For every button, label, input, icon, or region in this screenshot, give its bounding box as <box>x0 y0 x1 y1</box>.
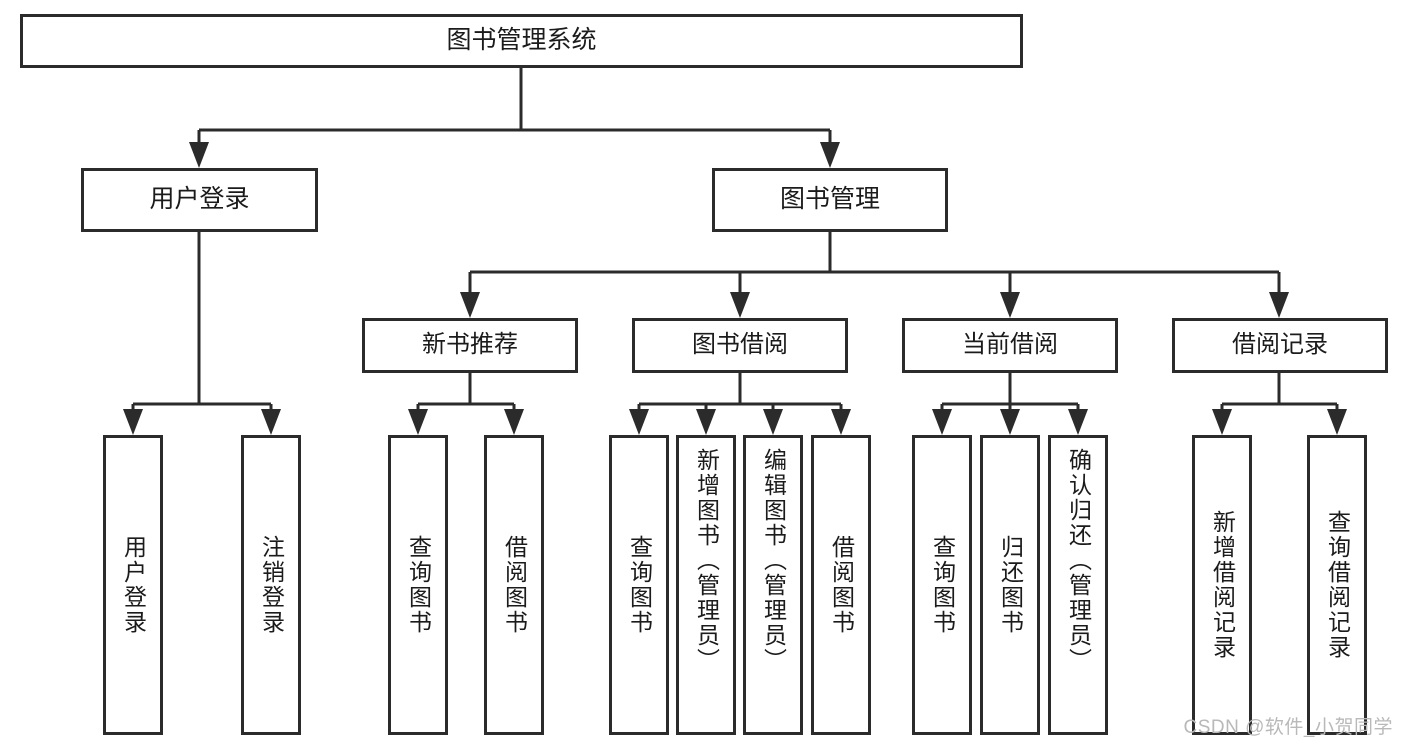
node-label: 新增图书（管理员） <box>693 448 720 673</box>
node-label: 图书借阅 <box>692 331 788 359</box>
node-label: 查询图书 <box>405 535 432 635</box>
node-label: 新书推荐 <box>422 331 518 359</box>
node-current-borrow[interactable]: 当前借阅 <box>902 318 1118 373</box>
node-label: 确认归还（管理员） <box>1065 448 1092 673</box>
node-label: 用户登录 <box>120 535 147 635</box>
node-book-borrow[interactable]: 图书借阅 <box>632 318 848 373</box>
leaf-book-borrow-edit-book-admin[interactable]: 编辑图书（管理员） <box>743 435 803 735</box>
node-label: 借阅图书 <box>828 535 855 635</box>
node-label: 新增借阅记录 <box>1209 510 1236 660</box>
leaf-current-borrow-confirm-return-admin[interactable]: 确认归还（管理员） <box>1048 435 1108 735</box>
leaf-user-login-login[interactable]: 用户登录 <box>103 435 163 735</box>
node-label: 图书管理 <box>779 185 880 214</box>
leaf-borrow-record-add-record[interactable]: 新增借阅记录 <box>1192 435 1252 735</box>
node-label: 归还图书 <box>997 535 1024 635</box>
node-label: 借阅图书 <box>501 535 528 635</box>
node-label: 查询图书 <box>626 535 653 635</box>
csdn-watermark: CSDN @软件_小贺同学 <box>1183 717 1393 738</box>
node-borrow-record[interactable]: 借阅记录 <box>1172 318 1388 373</box>
node-label: 当前借阅 <box>962 331 1058 359</box>
node-label: 借阅记录 <box>1232 331 1328 359</box>
node-root-book-management-system[interactable]: 图书管理系统 <box>20 14 1023 68</box>
node-label: 查询借阅记录 <box>1324 510 1351 660</box>
leaf-current-borrow-query-book[interactable]: 查询图书 <box>912 435 972 735</box>
leaf-borrow-record-query-record[interactable]: 查询借阅记录 <box>1307 435 1367 735</box>
node-label: 注销登录 <box>258 535 285 635</box>
node-user-login[interactable]: 用户登录 <box>81 168 318 232</box>
node-book-management[interactable]: 图书管理 <box>712 168 948 232</box>
node-label: 查询图书 <box>929 535 956 635</box>
leaf-user-login-logout[interactable]: 注销登录 <box>241 435 301 735</box>
node-label: 用户登录 <box>149 185 250 214</box>
leaf-new-book-query-book[interactable]: 查询图书 <box>388 435 448 735</box>
leaf-new-book-borrow-book[interactable]: 借阅图书 <box>484 435 544 735</box>
node-label: 编辑图书（管理员） <box>760 448 787 673</box>
leaf-book-borrow-add-book-admin[interactable]: 新增图书（管理员） <box>676 435 736 735</box>
leaf-book-borrow-borrow-book[interactable]: 借阅图书 <box>811 435 871 735</box>
leaf-book-borrow-query-book[interactable]: 查询图书 <box>609 435 669 735</box>
node-new-book-recommend[interactable]: 新书推荐 <box>362 318 578 373</box>
leaf-current-borrow-return-book[interactable]: 归还图书 <box>980 435 1040 735</box>
node-label: 图书管理系统 <box>446 26 597 55</box>
